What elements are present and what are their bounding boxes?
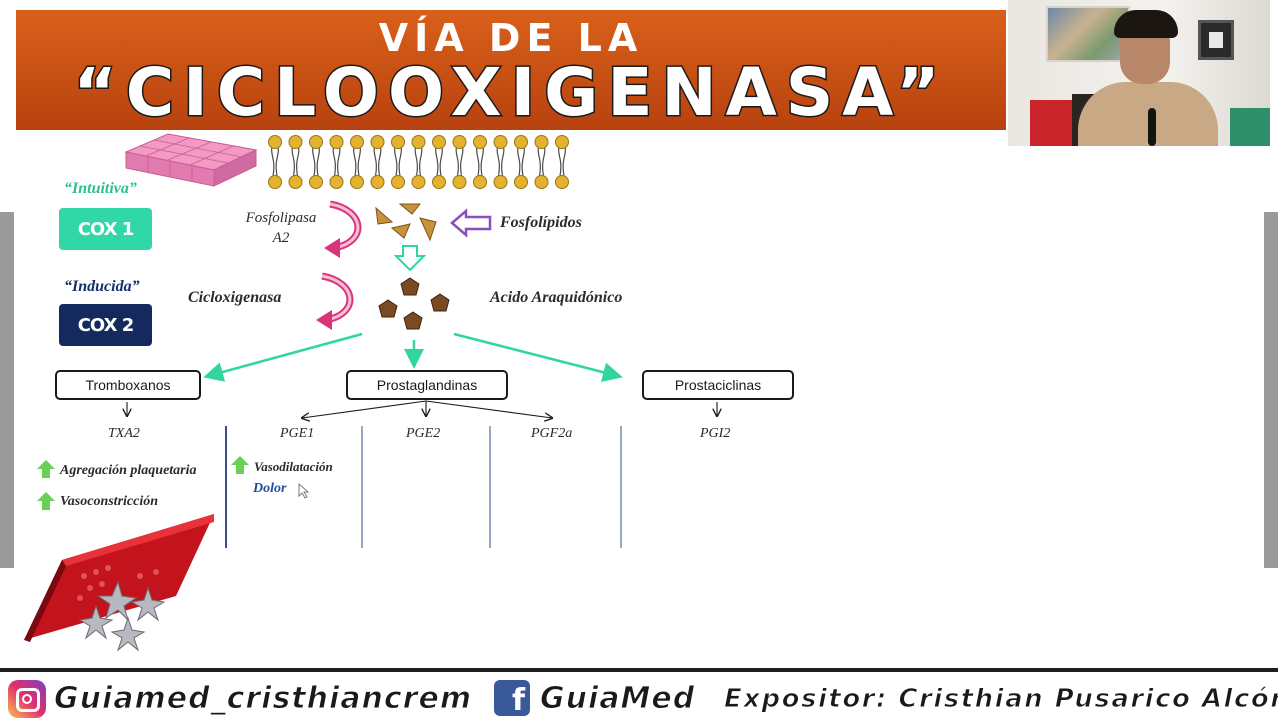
prostaglandinas-box: Prostaglandinas [346,370,508,400]
effect-dolor: Dolor [253,481,287,496]
column-divider [489,426,491,548]
webcam-presenter-hair [1114,10,1178,38]
increase-arrow-icon [37,460,55,478]
phospholipid-bilayer-icon [268,135,569,189]
tromboxanos-box: Tromboxanos [55,370,201,400]
arachidonic-acid-icon [378,277,450,330]
cox1-badge: COX 1 [59,208,152,250]
subtype-pgf2a: PGF2a [531,426,573,441]
subtype-txa2: TXA2 [108,426,140,441]
effect-vasoconstriccion: Vasoconstricción [60,494,159,509]
prostaciclinas-box: Prostaciclinas [642,370,794,400]
title-line-2: “CICLOOXIGENASA” [72,53,949,133]
webcam-red-chair [1030,100,1072,146]
cyclooxygenase-curved-arrow [316,272,354,330]
effect-vasodilatacion: Vasodilatación [254,459,333,474]
cox1-qualifier: “Intuitiva” [64,180,137,197]
subtype-pgi2: PGI2 [700,426,731,441]
mouse-pointer-icon [298,482,310,499]
title-banner: VÍA DE LA “CICLOOXIGENASA” [16,10,1006,133]
webcam-green-chair [1230,108,1270,146]
column-divider [361,426,363,548]
acido-araquidonico-label: Acido Araquidónico [490,289,623,306]
phospholipase-curved-arrow [324,200,362,258]
phospholipids-arrow [450,208,492,238]
instagram-icon [8,680,46,718]
webcam-feed [1008,0,1270,146]
column-divider [620,426,622,548]
footer-bar: Guiamed_cristhiancrem f GuiaMed Exposito… [0,668,1278,720]
effect-agregacion: Agregación plaquetaria [60,463,197,478]
subtype-pge2: PGE2 [406,426,441,441]
increase-arrow-icon [231,456,249,474]
phospholipid-fragments-icon [375,203,437,242]
expositor-credit: Expositor: Cristhian Pusarico Alcón [723,684,1278,715]
instagram-handle: Guiamed_cristhiancrem [53,681,473,717]
increase-arrow-icon [37,492,55,510]
subtype-arrows [127,400,717,418]
subtype-pge1: PGE1 [280,426,315,441]
fosfolipasa-label: Fosfolipasa A2 [245,210,317,246]
title-line-1: VÍA DE LA [378,16,644,60]
webcam-microphone [1148,108,1156,146]
left-edge-bar [0,212,14,568]
down-block-arrow [393,245,427,272]
ciclooxigenasa-label: Cicloxigenasa [188,289,282,306]
facebook-icon: f [494,680,530,716]
fosfolipidos-label: Fosfolípidos [500,214,582,231]
blood-vessel-platelets-icon [24,514,214,652]
webcam-wall-frame [1198,20,1234,60]
cell-tissue-icon [124,133,258,187]
facebook-handle: GuiaMed [539,681,696,717]
column-divider [225,426,227,548]
cox2-qualifier: “Inducida” [64,278,140,295]
right-edge-bar [1264,212,1278,568]
cox2-badge: COX 2 [59,304,152,346]
